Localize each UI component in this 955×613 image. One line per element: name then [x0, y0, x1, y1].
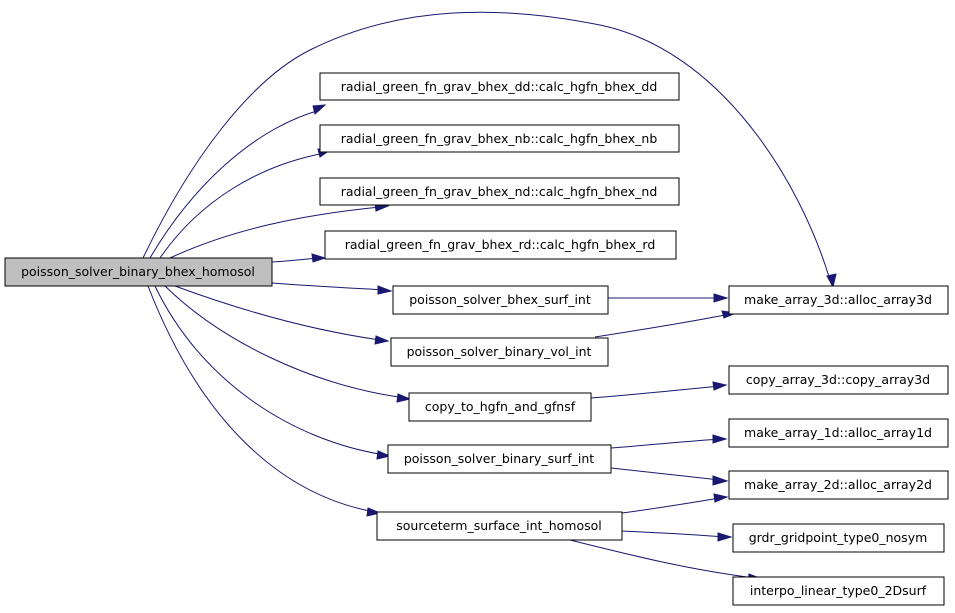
node-nd-label: radial_green_fn_grav_bhex_nd::calc_hgfn_…: [341, 184, 658, 199]
edge-root-to-alloc3d: [142, 11, 831, 281]
edge-root-to-nb: [159, 152, 326, 259]
node-alloc1d-label: make_array_1d::alloc_array1d: [744, 425, 932, 440]
edge-root-to-copy-to: [164, 285, 406, 399]
node-alloc2d-label: make_array_2d::alloc_array2d: [744, 477, 932, 492]
node-binary-surf-int-box[interactable]: [387, 444, 612, 474]
edge-root-to-surf-int-arrowhead: [377, 285, 393, 295]
edge-root-to-sourceterm-arrowhead: [366, 507, 382, 517]
node-surf-int-label: poisson_solver_bhex_surf_int: [409, 292, 591, 307]
node-copy3d-box[interactable]: [728, 365, 949, 395]
edge-binary-surf-int-to-alloc1d-arrowhead: [712, 434, 728, 444]
node-alloc1d-box[interactable]: [728, 418, 949, 448]
call-edges: [142, 11, 837, 583]
edge-copy-to-to-copy3d-arrowhead: [712, 381, 728, 391]
edge-root-to-rd-arrowhead: [311, 253, 327, 263]
node-binary-surf-int-label: poisson_solver_binary_surf_int: [404, 451, 594, 466]
node-copy-to-label: copy_to_hgfn_and_gfnsf: [425, 399, 576, 414]
edge-vol-int-to-alloc3d: [594, 313, 731, 338]
node-nb-label: radial_green_fn_grav_bhex_nb::calc_hgfn_…: [341, 131, 658, 146]
edge-sourceterm-to-alloc2d: [621, 497, 721, 514]
node-rd-box[interactable]: [324, 230, 677, 260]
node-copy3d-label: copy_array_3d::copy_array3d: [746, 372, 930, 387]
edge-root-to-vol-int-arrowhead: [374, 335, 390, 345]
edge-binary-surf-int-to-alloc1d: [610, 438, 721, 449]
node-surf-int-box[interactable]: [392, 285, 609, 315]
edge-root-to-vol-int: [174, 285, 381, 341]
node-interpo-box[interactable]: [732, 576, 945, 606]
node-root-box[interactable]: [4, 257, 273, 287]
node-vol-int-box[interactable]: [390, 337, 609, 367]
edge-root-to-surf-int: [271, 282, 386, 291]
edge-sourceterm-to-interpo: [569, 539, 756, 579]
node-grdr-box[interactable]: [732, 523, 945, 553]
edge-copy-to-to-copy3d: [590, 385, 721, 399]
node-dd-label: radial_green_fn_grav_bhex_dd::calc_hgfn_…: [341, 79, 658, 94]
node-alloc3d-box[interactable]: [728, 285, 949, 315]
edge-root-to-binary-surf-int: [154, 285, 386, 456]
edge-root-to-dd-arrowhead: [312, 104, 327, 115]
edge-binary-surf-int-to-alloc2d-arrowhead: [712, 475, 729, 486]
edge-root-to-dd: [149, 109, 321, 259]
node-dd-box[interactable]: [319, 72, 680, 101]
node-interpo-label: interpo_linear_type0_2Dsurf: [750, 583, 927, 598]
node-nb-box[interactable]: [319, 124, 680, 153]
edge-sourceterm-to-alloc2d-arrowhead: [713, 493, 729, 503]
call-nodes: poisson_solver_binary_bhex_homosol radia…: [4, 72, 949, 606]
edge-sourceterm-to-grdr-arrowhead: [717, 532, 733, 542]
node-grdr-label: grdr_gridpoint_type0_nosym: [749, 530, 928, 545]
node-rd-label: radial_green_fn_grav_bhex_rd::calc_hgfn_…: [345, 237, 656, 252]
edge-surf-int-to-alloc3d-arrowhead: [713, 293, 729, 303]
node-sourceterm-box[interactable]: [376, 511, 623, 541]
node-nd-box[interactable]: [319, 177, 680, 206]
edge-root-to-sourceterm: [147, 285, 376, 513]
node-vol-int-label: poisson_solver_binary_vol_int: [407, 344, 592, 359]
node-sourceterm-label: sourceterm_surface_int_homosol: [396, 518, 601, 533]
edge-root-to-alloc3d-arrowhead: [826, 273, 837, 289]
edge-root-to-copy-to-arrowhead: [396, 393, 412, 403]
edge-root-to-binary-surf-int-arrowhead: [376, 450, 392, 460]
edge-sourceterm-to-grdr: [621, 530, 726, 538]
node-copy-to-box[interactable]: [408, 392, 592, 422]
edge-root-to-nd: [169, 206, 381, 259]
edge-binary-surf-int-to-alloc2d: [610, 467, 721, 481]
node-root-label: poisson_solver_binary_bhex_homosol: [21, 264, 255, 279]
node-alloc2d-box[interactable]: [728, 470, 949, 500]
node-alloc3d-label: make_array_3d::alloc_array3d: [744, 292, 932, 307]
